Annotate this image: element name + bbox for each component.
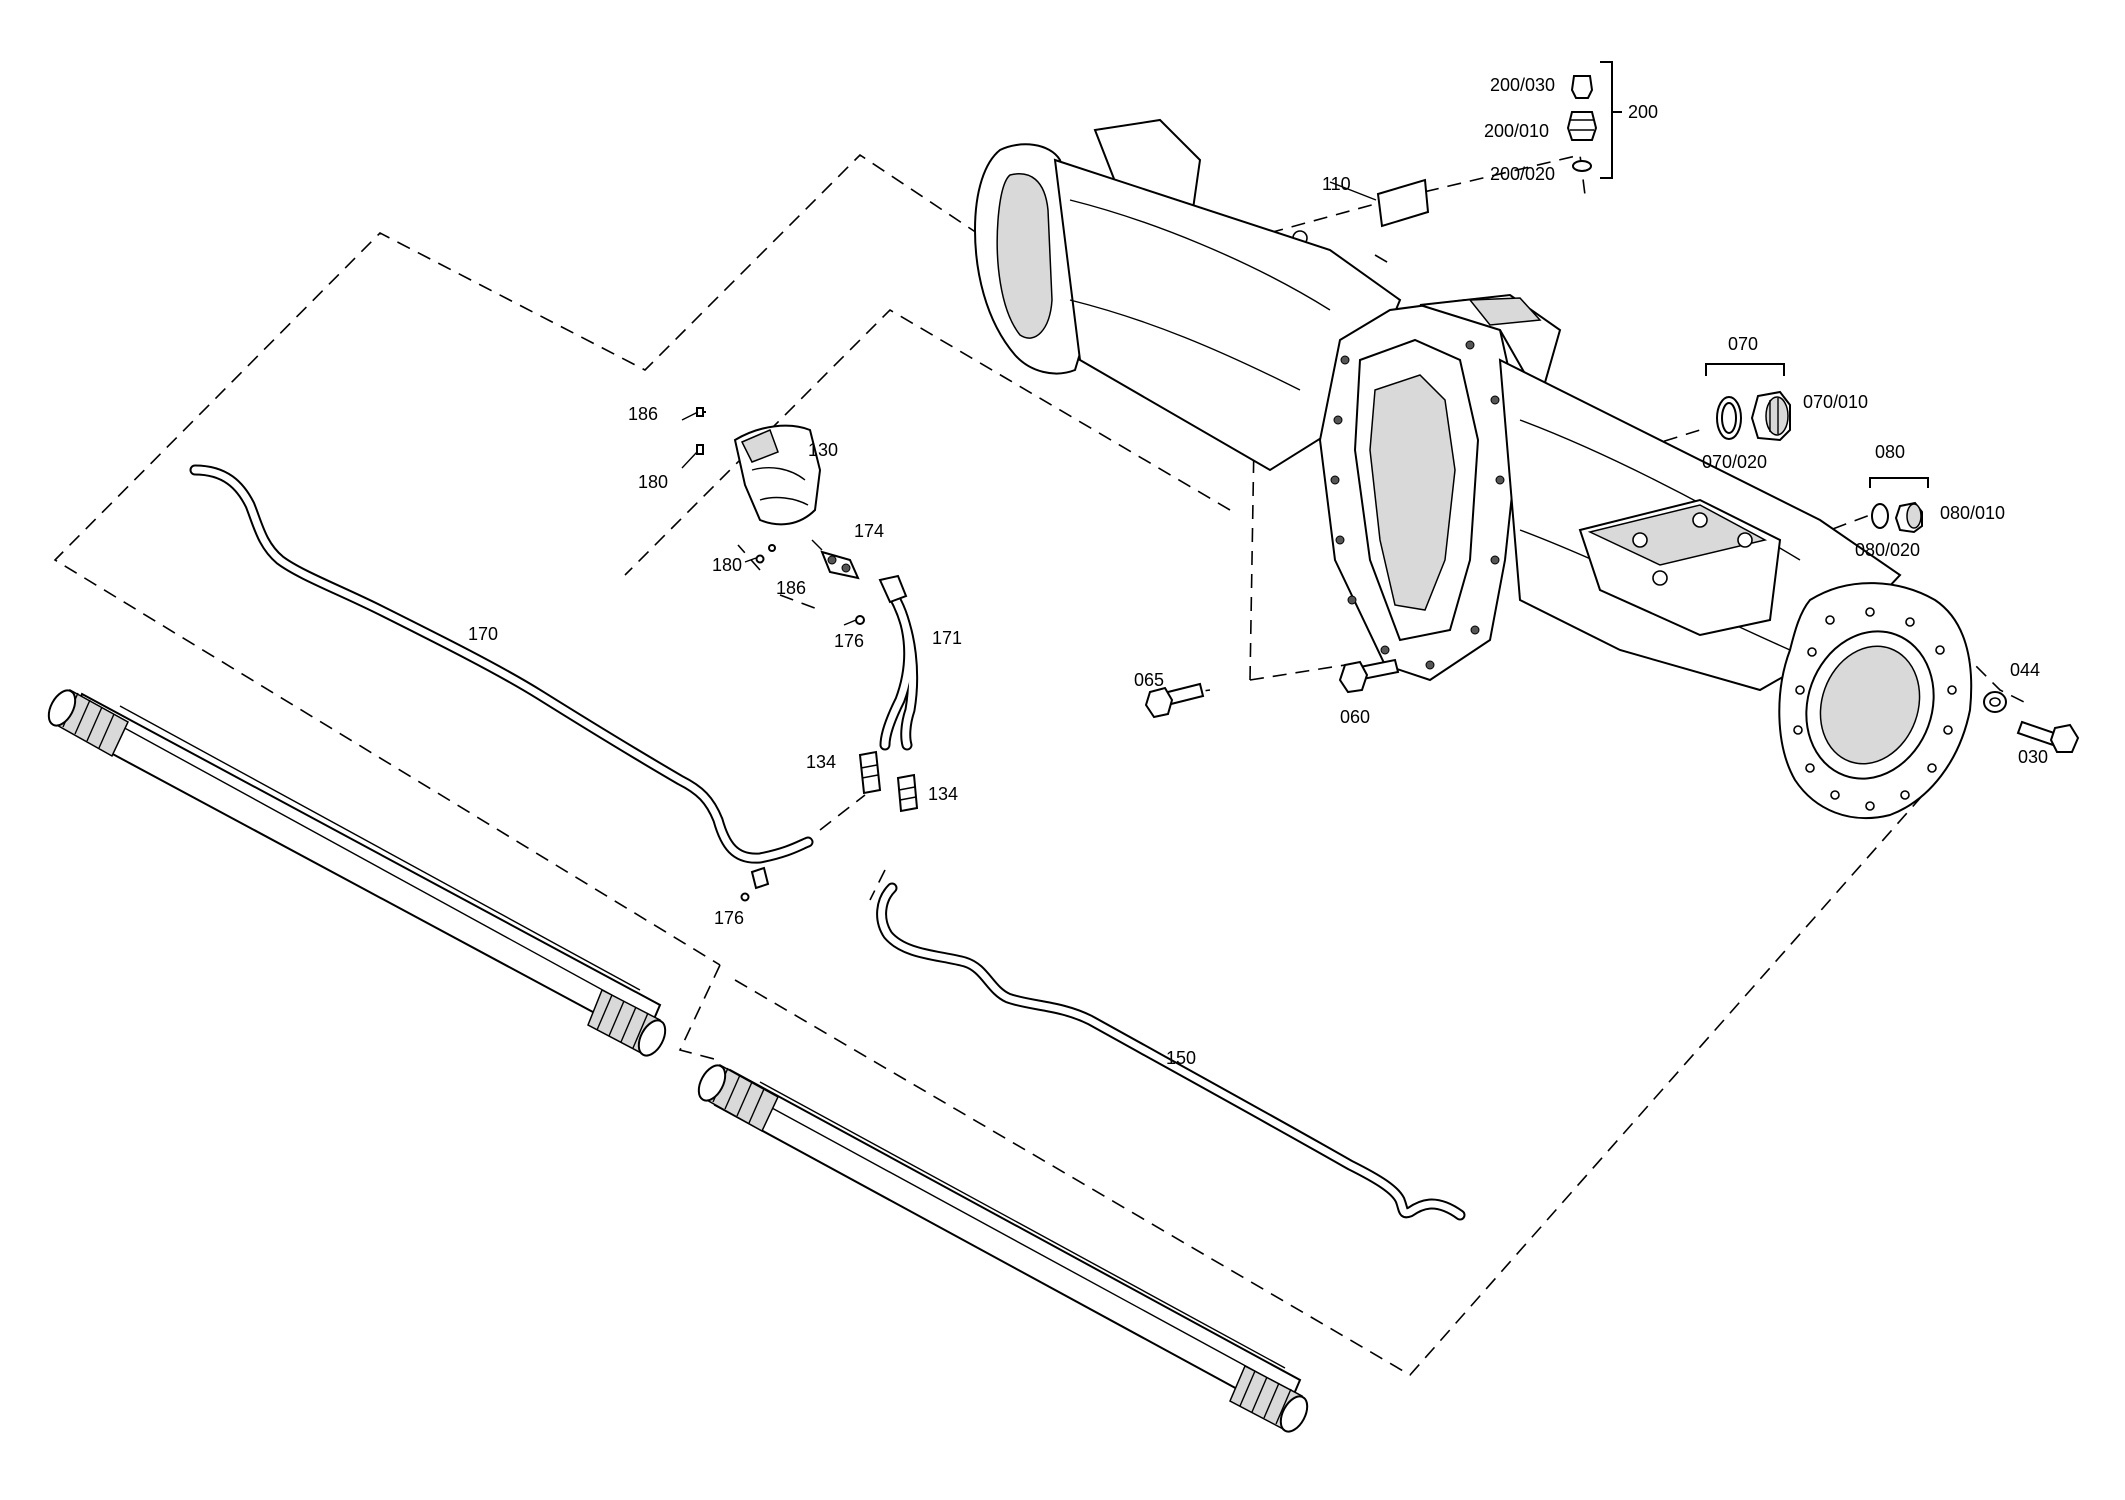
callout-130: 130 xyxy=(808,440,838,460)
bolt-060 xyxy=(1338,658,1400,694)
callout-200-020: 200/020 xyxy=(1490,164,1555,184)
right-end-flange xyxy=(1778,582,1973,820)
axle-shaft-lower xyxy=(697,1063,1309,1433)
callout-134-left: 134 xyxy=(806,752,836,772)
callout-080-020: 080/020 xyxy=(1855,540,1920,560)
callout-200: 200 xyxy=(1628,102,1658,122)
callout-070: 070 xyxy=(1728,334,1758,354)
callout-070-010: 070/010 xyxy=(1803,392,1868,412)
leader-lines xyxy=(681,181,1377,626)
axle-shaft-upper xyxy=(47,688,667,1057)
callout-030: 030 xyxy=(2018,747,2048,767)
callout-200-030: 200/030 xyxy=(1490,75,1555,95)
breather-assembly xyxy=(1566,61,1622,179)
callout-070-020: 070/020 xyxy=(1702,452,1767,472)
bolt-030 xyxy=(2016,720,2080,753)
hose-171 xyxy=(878,574,919,751)
callout-044: 044 xyxy=(2010,660,2040,680)
callout-174: 174 xyxy=(854,521,884,541)
differential-face-bolts xyxy=(1330,340,1505,670)
plug-070-group xyxy=(1705,363,1791,442)
brake-line-150 xyxy=(876,882,1466,1221)
callout-186-top: 186 xyxy=(628,404,658,424)
washer-044 xyxy=(1983,691,2007,713)
callout-176-mid: 176 xyxy=(834,631,864,651)
clip-176-bottom xyxy=(740,866,770,902)
callout-065: 065 xyxy=(1134,670,1164,690)
coupling-134-left xyxy=(858,750,882,795)
callout-200-010: 200/010 xyxy=(1484,121,1549,141)
bracket-130 xyxy=(733,424,822,526)
callout-180-top: 180 xyxy=(638,472,668,492)
clip-176-mid xyxy=(855,615,865,625)
axle-housing xyxy=(973,118,1973,820)
washer-180-mid xyxy=(755,554,765,564)
bolt-065 xyxy=(1144,682,1205,719)
callout-080-010: 080/010 xyxy=(1940,503,2005,523)
callout-080: 080 xyxy=(1875,442,1905,462)
callout-150: 150 xyxy=(1166,1048,1196,1068)
callout-186-mid: 186 xyxy=(776,578,806,598)
callout-060: 060 xyxy=(1340,707,1370,727)
washer-180-top xyxy=(696,444,704,455)
callout-176-bottom: 176 xyxy=(714,908,744,928)
callout-134-right: 134 xyxy=(928,784,958,804)
callout-170: 170 xyxy=(468,624,498,644)
brake-line-170 xyxy=(189,464,814,864)
plug-080-group xyxy=(1869,477,1929,534)
fitting-174 xyxy=(820,550,860,580)
callout-171: 171 xyxy=(932,628,962,648)
callout-labels: 200/030 200/010 200/020 200 110 070 070/… xyxy=(468,75,2048,1068)
screw-186-mid xyxy=(768,544,776,552)
callout-180-mid: 180 xyxy=(712,555,742,575)
callout-110: 110 xyxy=(1322,174,1351,194)
coupling-134-right xyxy=(896,773,919,813)
identification-plate xyxy=(1376,178,1430,228)
screw-186-top xyxy=(696,407,706,417)
